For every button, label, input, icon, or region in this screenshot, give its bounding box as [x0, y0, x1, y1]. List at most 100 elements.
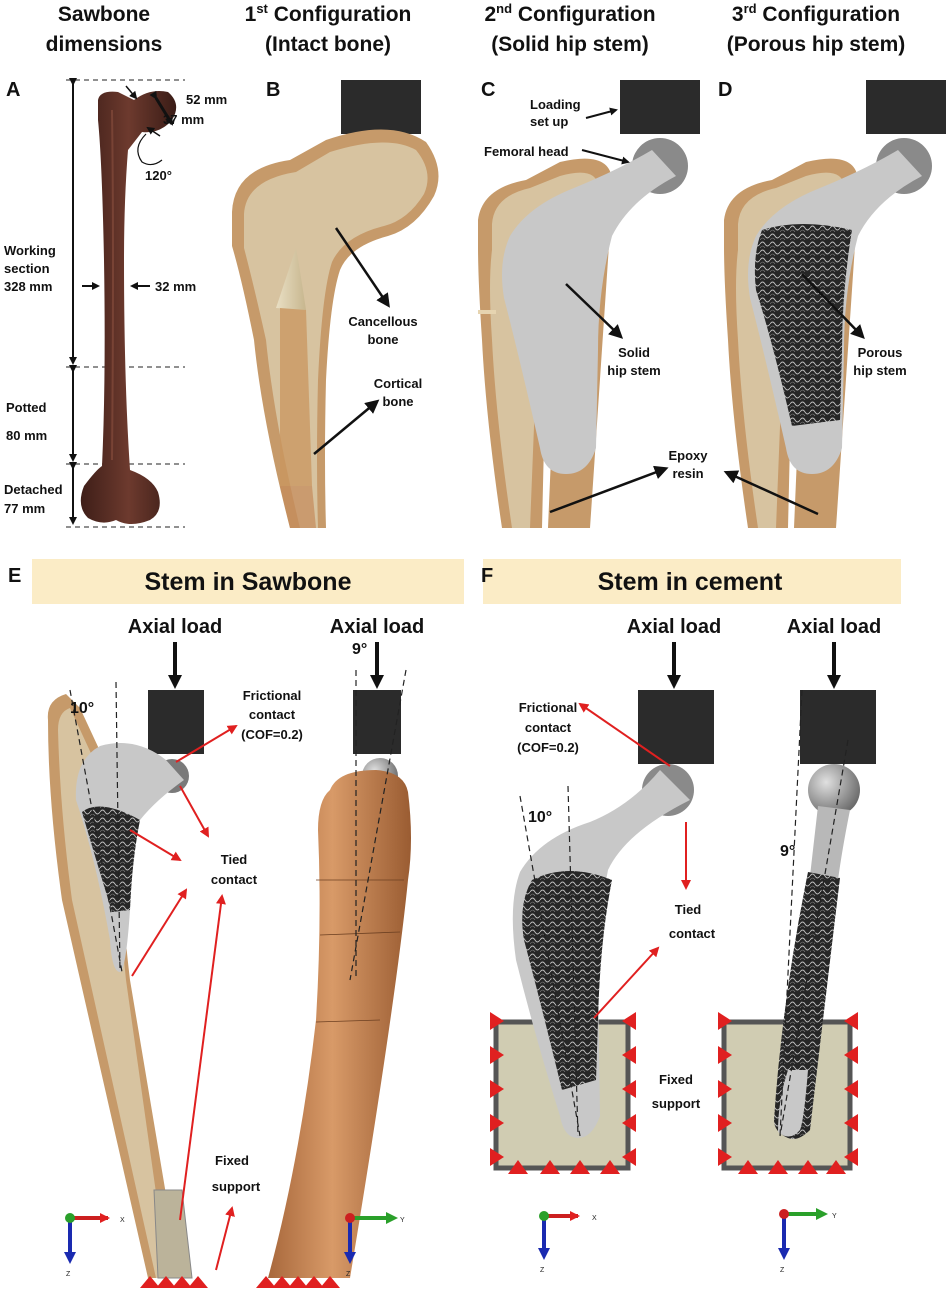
header-4-rest: Configuration: [757, 3, 900, 26]
header-3-line2: (Solid hip stem): [491, 33, 649, 56]
fixed-label-2: support: [652, 1096, 701, 1111]
panel-f: F Stem in cement Axial load Axial load 1…: [481, 559, 901, 1274]
frictional-label-1: Frictional: [243, 688, 302, 703]
loading-block: [866, 80, 946, 134]
banner-e: [32, 559, 464, 604]
svg-text:1st Configuration: 1st Configuration: [245, 1, 412, 26]
fixed-label-1: Fixed: [659, 1072, 693, 1087]
column-header-1: Sawbone dimensions: [46, 3, 163, 56]
loading-label-1: Loading: [530, 97, 581, 112]
femoral-head-label: Femoral head: [484, 144, 569, 159]
fixed-support-triangles-cement-side: [718, 1012, 858, 1174]
axis-y-label: Y: [400, 1217, 405, 1224]
loading-block: [800, 690, 876, 764]
working-label-1: Working: [4, 243, 56, 258]
banner-e-title: Stem in Sawbone: [145, 568, 352, 596]
cancellous-bone-shape: [244, 142, 428, 528]
panel-d: D Porous hip stem: [718, 79, 946, 529]
fixed-support-triangles-cement-front: [490, 1012, 636, 1174]
detached-label-2: 77 mm: [4, 501, 45, 516]
panel-letter-a: A: [6, 79, 20, 101]
loading-block: [148, 690, 204, 754]
frictional-label-3: (COF=0.2): [241, 727, 303, 742]
potting-insert: [153, 1189, 193, 1279]
cone-insert: [276, 248, 306, 310]
tied-label-2: contact: [211, 872, 258, 887]
cortical-label-2: bone: [382, 394, 413, 409]
header-4-line2: (Porous hip stem): [727, 33, 906, 56]
cancellous-label-2: bone: [367, 332, 398, 347]
panel-b: B Cancellous bone Cortical bone: [232, 79, 439, 528]
angle-front-label: 10°: [70, 700, 94, 717]
solid-hip-stem: [502, 150, 676, 474]
axis-x-label: X: [120, 1217, 125, 1224]
axis-z-label: Z: [346, 1271, 351, 1278]
epoxy-label-2: resin: [672, 466, 703, 481]
frictional-label-3: (COF=0.2): [517, 740, 579, 755]
porous-region-front: [522, 871, 612, 1090]
frictional-label-2: contact: [525, 720, 572, 735]
header-4-num: 3: [732, 3, 744, 26]
solid-stem-label-2: hip stem: [607, 363, 660, 378]
dimension-guides: [66, 79, 185, 528]
panel-e: E Stem in Sawbone Axial load Axial load …: [8, 559, 464, 1288]
svg-text:3rd Configuration: 3rd Configuration: [732, 1, 900, 26]
header-2-rest: Configuration: [268, 3, 411, 26]
cancellous-label-1: Cancellous: [348, 314, 417, 329]
cortical-label-1: Cortical: [374, 376, 422, 391]
panel-letter-b: B: [266, 79, 280, 101]
svg-text:2nd Configuration: 2nd Configuration: [484, 1, 655, 26]
angle-front-label: 10°: [528, 809, 552, 826]
working-label-3: 328 mm: [4, 279, 52, 294]
potted-label-1: Potted: [6, 400, 47, 415]
column-header-3: 2nd Configuration (Solid hip stem): [484, 1, 655, 56]
epoxy-label-1: Epoxy: [668, 448, 708, 463]
axis-triad-yz: Y Z: [778, 1208, 837, 1274]
header-3-num: 2: [484, 3, 496, 26]
header-3-sup: nd: [496, 1, 512, 16]
neck-angle-label: 120°: [145, 168, 172, 183]
fixed-support-triangles-side: [256, 1276, 340, 1288]
detached-label-1: Detached: [4, 482, 63, 497]
porous-stem-label-1: Porous: [858, 345, 903, 360]
axis-z-label: Z: [66, 1271, 71, 1278]
fixed-label-1: Fixed: [215, 1153, 249, 1168]
column-header-4: 3rd Configuration (Porous hip stem): [727, 1, 906, 56]
angle-side-label: 9°: [352, 641, 367, 658]
axis-z-label: Z: [540, 1267, 545, 1274]
working-label-2: section: [4, 261, 50, 276]
axial-load-side-label: Axial load: [330, 616, 424, 638]
solid-stem-label-1: Solid: [618, 345, 650, 360]
porous-region: [754, 224, 852, 426]
sawbone-side-view: [268, 770, 411, 1278]
loading-block: [620, 80, 700, 134]
banner-f-title: Stem in cement: [598, 568, 783, 596]
panel-letter-e: E: [8, 565, 21, 587]
neck-diameter-label: 37 mm: [163, 112, 204, 127]
frictional-label-1: Frictional: [519, 700, 578, 715]
sawbone-femur: [80, 91, 177, 524]
header-3-rest: Configuration: [512, 3, 655, 26]
panel-a: A 52 mm 37 mm 120° 32 mm Working sect: [4, 78, 227, 528]
banner-f: [483, 559, 901, 604]
header-1-line1: Sawbone: [58, 3, 150, 26]
head-diameter-label: 52 mm: [186, 92, 227, 107]
fixed-support-triangles-front: [140, 1276, 208, 1288]
shaft-diameter-label: 32 mm: [155, 279, 196, 294]
axis-y-label: Y: [832, 1213, 837, 1220]
angle-side-label: 9°: [780, 843, 795, 860]
axis-x-label: X: [592, 1215, 597, 1222]
tied-label-2: contact: [669, 926, 716, 941]
potted-label-2: 80 mm: [6, 428, 47, 443]
loading-block: [353, 690, 401, 754]
panel-letter-d: D: [718, 79, 732, 101]
tied-label-1: Tied: [675, 902, 702, 917]
frictional-label-2: contact: [249, 707, 296, 722]
porous-stem-label-2: hip stem: [853, 363, 906, 378]
panel-letter-f: F: [481, 565, 493, 587]
loading-label-2: set up: [530, 114, 568, 129]
header-4-sup: rd: [744, 1, 757, 16]
cancellous-bone-front: [58, 708, 168, 1278]
loading-block: [341, 80, 421, 134]
